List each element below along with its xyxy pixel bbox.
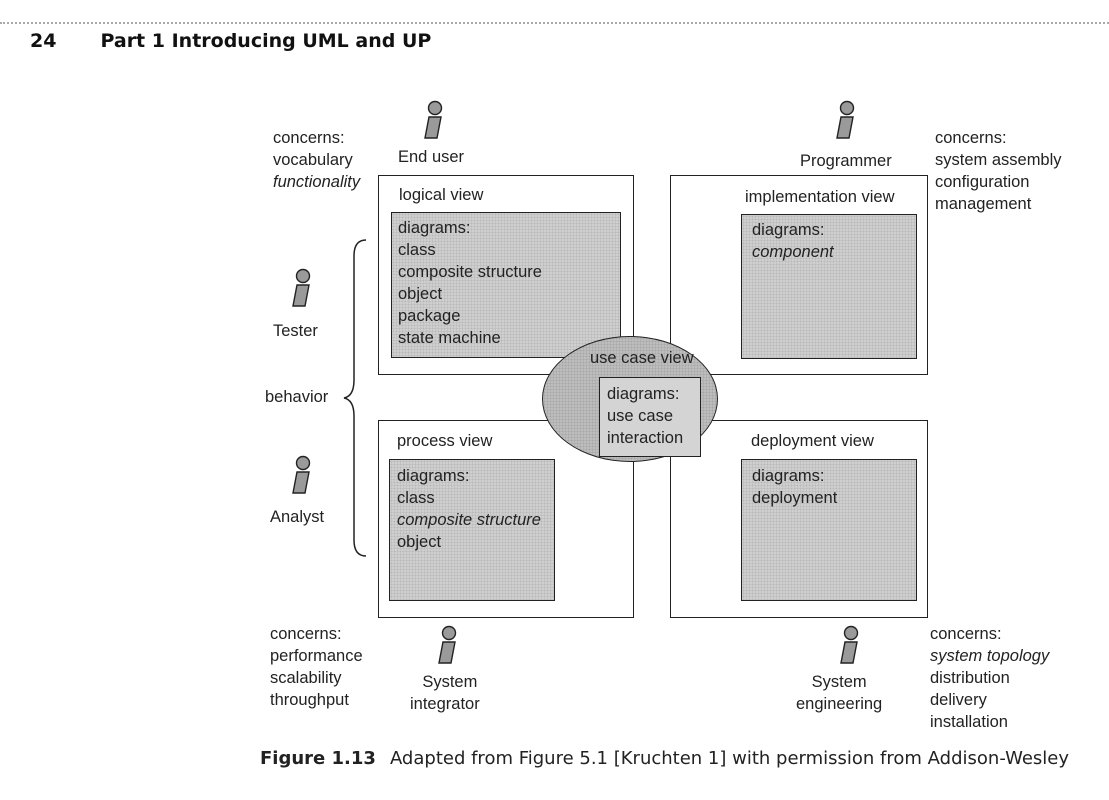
person-icon bbox=[292, 455, 311, 494]
page-header: 24 Part 1 Introducing UML and UP bbox=[30, 30, 431, 52]
concern-item: system topology bbox=[930, 647, 1050, 665]
concern-item: delivery bbox=[930, 691, 987, 709]
concerns-bottom-right: concerns: system topology distribution d… bbox=[930, 623, 1049, 733]
process-view-box: process view diagrams: class composite s… bbox=[378, 420, 634, 618]
concerns-label: concerns: bbox=[270, 625, 342, 643]
header-rule bbox=[0, 22, 1109, 24]
concern-item: throughput bbox=[270, 691, 349, 709]
concern-item: scalability bbox=[270, 669, 342, 687]
concerns-bottom-left: concerns: performance scalability throug… bbox=[270, 623, 363, 711]
concerns-label: concerns: bbox=[273, 129, 345, 147]
actor-tester: Tester bbox=[273, 322, 318, 340]
deployment-view-box: deployment view diagrams: deployment bbox=[670, 420, 928, 618]
process-view-diagrams-box: diagrams: class composite structure obje… bbox=[389, 459, 555, 601]
implementation-view-title: implementation view bbox=[745, 188, 895, 206]
concerns-label: concerns: bbox=[930, 625, 1002, 643]
person-icon bbox=[840, 625, 859, 664]
process-view-diagram-list: diagrams: class composite structure obje… bbox=[397, 467, 541, 551]
concern-item: management bbox=[935, 195, 1032, 213]
concern-item: performance bbox=[270, 647, 363, 665]
use-case-view-diagram-list: diagrams: use case interaction bbox=[607, 385, 684, 447]
process-view-title: process view bbox=[397, 432, 493, 450]
concern-item: system assembly bbox=[935, 151, 1062, 169]
person-icon bbox=[292, 268, 311, 307]
page-number: 24 bbox=[30, 30, 57, 52]
deployment-view-diagrams-box: diagrams: deployment bbox=[741, 459, 917, 601]
implementation-view-diagrams-box: diagrams: component bbox=[741, 214, 917, 359]
logical-view-diagram-list: diagrams: class composite structure obje… bbox=[398, 219, 542, 347]
deployment-view-diagram-list: diagrams: deployment bbox=[752, 467, 838, 507]
page-header-title: Part 1 Introducing UML and UP bbox=[100, 30, 432, 52]
concerns-label: concerns: bbox=[935, 129, 1007, 147]
concern-item: distribution bbox=[930, 669, 1010, 687]
concerns-top-right: concerns: system assembly configuration … bbox=[935, 127, 1062, 215]
use-case-view-title: use case view bbox=[590, 349, 694, 367]
figure-label: Figure 1.13 bbox=[260, 748, 376, 769]
implementation-view-diagram-list: diagrams: component bbox=[752, 221, 834, 261]
concern-item: vocabulary bbox=[273, 151, 353, 169]
logical-view-title: logical view bbox=[399, 186, 484, 204]
use-case-view-diagrams-box: diagrams: use case interaction bbox=[599, 377, 701, 457]
figure-caption: Figure 1.13 Adapted from Figure 5.1 [Kruc… bbox=[260, 748, 1069, 769]
deployment-view-title: deployment view bbox=[751, 432, 874, 450]
logical-view-box: logical view diagrams: class composite s… bbox=[378, 175, 634, 375]
concerns-top-left: concerns: vocabulary functionality bbox=[273, 127, 360, 193]
person-icon bbox=[438, 625, 457, 664]
logical-view-diagrams-box: diagrams: class composite structure obje… bbox=[391, 212, 621, 358]
implementation-view-box: implementation view diagrams: component bbox=[670, 175, 928, 375]
figure-caption-text: Adapted from Figure 5.1 [Kruchten 1] wit… bbox=[389, 748, 1070, 769]
concern-item: configuration bbox=[935, 173, 1030, 191]
concern-item: functionality bbox=[273, 173, 361, 191]
actor-analyst: Analyst bbox=[270, 508, 325, 526]
actor-system-integrator: System integrator bbox=[410, 673, 480, 713]
concern-item: installation bbox=[930, 713, 1008, 731]
person-icon bbox=[424, 100, 443, 139]
behavior-label: behavior bbox=[265, 388, 329, 406]
actor-system-engineering: System engineering bbox=[796, 673, 883, 713]
actor-programmer: Programmer bbox=[800, 152, 892, 170]
actor-end-user: End user bbox=[398, 148, 465, 166]
person-icon bbox=[836, 100, 855, 139]
